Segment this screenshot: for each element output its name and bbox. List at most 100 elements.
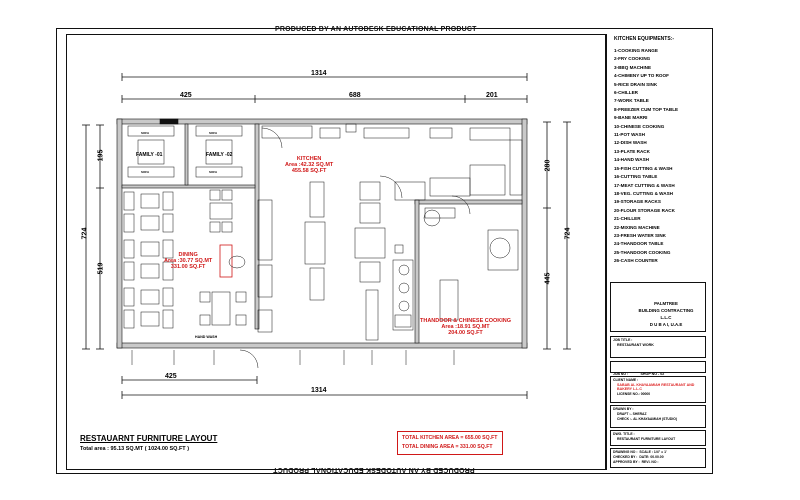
- equipment-item: 2-FRY COOKING: [614, 56, 651, 62]
- dwg-title-block: DWG. TITLE : RESTAURANT FURNITURE LAYOUT: [610, 430, 706, 446]
- job-title-value: RESTAURANT WORK: [617, 343, 654, 347]
- date-value: DATE: 00.00.00: [639, 455, 664, 459]
- scale-value: SCALE : 1/4" = 1': [639, 450, 667, 454]
- drawing-area-border: [66, 34, 606, 470]
- kitchen-area-sqft: 455.58 SQ.FT: [291, 168, 327, 174]
- dining-area-sqm: Area :30.77 SQ.MT: [164, 258, 213, 264]
- job-no-label: JOB NO :: [613, 372, 629, 376]
- equipment-item: 20-FLOUR STORAGE RACK: [614, 207, 675, 213]
- room-family-1: FAMILY -01: [136, 152, 163, 158]
- totals-box: TOTAL KITCHEN AREA = 655.00 SQ.FT TOTAL …: [397, 431, 503, 455]
- dim-top-a: 425: [180, 92, 192, 99]
- job-no-value: SHOP NO - 02: [640, 372, 665, 376]
- room-family-2: FAMILY -02: [206, 152, 233, 158]
- meta-row-1: DRAWING NO : SCALE : 1/4" = 1': [613, 450, 703, 454]
- equipment-item: 19-STORAGE RACKS: [614, 199, 661, 205]
- equipment-title: KITCHEN EQUIPMENTS:-: [614, 36, 674, 42]
- approved-by-label: APPROVED BY :: [613, 460, 640, 464]
- total-dining-area: TOTAL DINING AREA = 331.00 SQ.FT: [402, 444, 493, 450]
- walls: [116, 118, 528, 349]
- sofa-label: SOFA: [209, 170, 218, 174]
- drawing-no-label: DRAWING NO :: [613, 450, 638, 454]
- equipment-item: 14-HAND WASH: [614, 157, 649, 163]
- company-name: PALMTREE BUILDING CONTRACTING L.L.C D U …: [636, 300, 696, 328]
- equipment-item: 22-MIXING MACHINE: [614, 224, 660, 230]
- company-block: [610, 282, 706, 332]
- equipment-item: 13-PLATE RACK: [614, 148, 650, 154]
- equipment-item: 16-CUTTING TABLE: [614, 174, 658, 180]
- drawing-sheet-border: [56, 28, 713, 474]
- thandoor-area-sqft: 204.00 SQ.FT: [448, 330, 483, 336]
- kitchen-title: KITCHEN: [296, 156, 322, 162]
- autodesk-banner-top: PRODUCED BY AN AUTODESK EDUCATIONAL PROD…: [275, 26, 477, 33]
- checked-by-label: CHECKED BY :: [613, 455, 638, 459]
- equipment-item: 26-CASH COUNTER: [614, 258, 658, 264]
- dim-left-b: 519: [97, 262, 105, 275]
- equipment-item: 4-CHIMENY UP TO ROOF: [614, 73, 669, 79]
- equipment-item: 18-VEG. CUTTING & WASH: [614, 190, 673, 196]
- dim-left-total: 724: [81, 227, 89, 240]
- equipment-item: 3-BBQ MACHINE: [614, 64, 652, 70]
- equipment-item: 15-FISH CUTTING & WASH: [614, 165, 673, 171]
- equipment-item: 24-THANDOOR TABLE: [614, 241, 664, 247]
- thandoor-title: THANDOOR & CHINESE COOKING: [420, 318, 512, 324]
- company-line-3: D U B A I, U.A.E: [649, 322, 683, 327]
- sofa-label: SOFA: [141, 131, 150, 135]
- dim-right-b: 445: [544, 272, 552, 285]
- right-panel: [606, 34, 714, 470]
- job-title-block: JOB TITLE : RESTAURANT WORK: [610, 336, 706, 358]
- layout-total-area: Total area : 95.13 SQ.MT ( 1024.00 SQ.FT…: [80, 446, 190, 452]
- equipment-item: 11-POT WASH: [614, 132, 645, 138]
- equipment-item: 6-CHILLER: [614, 90, 638, 96]
- room-thandoor: THANDOOR & CHINESE COOKING Area :18.91 S…: [420, 318, 511, 336]
- equipment-item: 23-FRESH WATER SINK: [614, 232, 666, 238]
- layout-title: RESTAUARNT FURNITURE LAYOUT: [80, 434, 218, 443]
- hand-wash-counter: [219, 244, 233, 278]
- job-title-label: JOB TITLE :: [613, 338, 633, 342]
- dim-top-b: 688: [349, 92, 361, 99]
- equipment-item: 21-CHILLER: [614, 216, 641, 222]
- sofa-label: SOFA: [141, 170, 150, 174]
- meta-row-3: APPROVED BY : REVI. NO :: [613, 460, 703, 464]
- family-booths: [127, 125, 243, 178]
- equipment-list: 1-COOKING RANGE 2-FRY COOKING 3-BBQ MACHIN…: [614, 47, 678, 266]
- job-no-block: JOB NO : SHOP NO - 02: [610, 361, 706, 376]
- dim-right-a: 280: [544, 159, 552, 172]
- equipment-item: 1-COOKING RANGE: [614, 48, 658, 53]
- sofa-label: SOFA: [209, 131, 218, 135]
- dim-right-total: 724: [564, 227, 572, 240]
- meta-block: DRAWING NO : SCALE : 1/4" = 1' CHECKED B…: [610, 448, 706, 468]
- hand-wash-label: HAND WASH: [195, 335, 218, 339]
- dim-top-c: 201: [486, 92, 498, 99]
- equipment-item: 5-RICE DRAIN SINK: [614, 81, 658, 87]
- drawn-label: DRAWN BY :: [613, 407, 634, 411]
- revision-no-label: REVI. NO :: [641, 460, 659, 464]
- equipment-item: 8-FREEZER CUM TOP TABLE: [614, 106, 679, 112]
- dwg-title-value: RESTAURANT FURNITURE LAYOUT: [617, 437, 676, 441]
- company-line-1: PALMTREE: [654, 301, 678, 306]
- dining-area-sqft: 331.00 SQ.FT: [170, 264, 206, 270]
- dim-bottom-a: 425: [165, 373, 177, 380]
- room-dining: DINING Area :30.77 SQ.MT 331.00 SQ.FT: [164, 252, 212, 270]
- dim-left-a: 195: [97, 149, 105, 162]
- equipment-item: 9-BANE MARRI: [614, 115, 648, 121]
- doors: [239, 127, 471, 369]
- equipment-item: 12-DISH WASH: [614, 140, 647, 146]
- checked-value: CHECK :- AL KHAYAAMIAH (STUDIO): [617, 417, 678, 421]
- meta-row-2: CHECKED BY : DATE: 00.00.00: [613, 455, 703, 459]
- kitchen-equipment: [261, 123, 523, 341]
- client-block: CLIENT NAME : SABAB AL KHAYAAMIAH RESTAU…: [610, 376, 706, 403]
- dwg-title-label: DWG. TITLE :: [613, 432, 635, 436]
- client-label: CLIENT NAME :: [613, 378, 639, 382]
- dining-title: DINING: [178, 252, 198, 258]
- kitchen-area-sqm: Area :42.32 SQ.MT: [285, 162, 334, 168]
- equipment-item: 25-THANDOOR COOKING: [614, 249, 671, 255]
- drawn-block: DRAWN BY : DRAFT :- SHERAZ CHECK :- AL K…: [610, 405, 706, 428]
- client-value: SABAB AL KHAYAAMIAH RESTAURANT AND BAKER…: [617, 383, 695, 391]
- equipment-item: 7-WORK TABLE: [614, 98, 649, 104]
- total-kitchen-area: TOTAL KITCHEN AREA = 655.00 SQ.FT: [402, 435, 498, 441]
- equipment-item: 10-CHINESE COOKING: [614, 123, 665, 129]
- thandoor-area-sqm: Area :18.91 SQ.MT: [441, 324, 490, 330]
- dining-tables: [123, 189, 247, 329]
